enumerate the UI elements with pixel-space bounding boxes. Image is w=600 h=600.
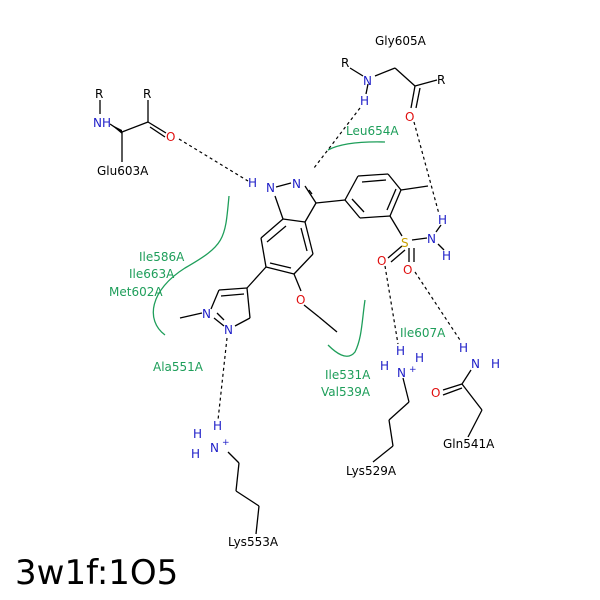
hydrophobic-label-leu654: Leu654A — [346, 124, 399, 138]
hydrophobic-arcs — [152, 141, 386, 357]
nh-glu: NH — [93, 116, 111, 130]
residue-label-gln541: Gln541A — [443, 437, 495, 451]
residue-label-lys553: Lys553A — [228, 535, 279, 549]
n-sulfonamide: N — [427, 232, 436, 246]
h-lys553-bottom: H — [191, 447, 200, 461]
h-lys529-top: H — [396, 344, 405, 358]
n1-pyrazole: N — [202, 307, 211, 321]
diagram-title: 3w1f:1O5 — [15, 553, 178, 593]
o-ethoxy: O — [296, 293, 305, 307]
h-lys553-top: H — [213, 419, 222, 433]
residue-label-glu603: Glu603A — [97, 164, 149, 178]
residue-label-gly605: Gly605A — [375, 34, 427, 48]
hydrophobic-label-ile663: Ile663A — [129, 267, 175, 281]
o-gln541: O — [431, 386, 440, 400]
hydrophobic-label-val539: Val539A — [321, 385, 371, 399]
r-glu-2: R — [143, 87, 151, 101]
stereo-wedge — [110, 124, 122, 134]
o1-sulfonamide: O — [377, 254, 386, 268]
h-indazole: H — [248, 176, 257, 190]
o-glu: O — [166, 130, 175, 144]
r-glu-1: R — [95, 87, 103, 101]
plus-lys553: + — [222, 438, 230, 448]
hydrophobic-label-ile586: Ile586A — [139, 250, 185, 264]
n1-indazole: N — [266, 181, 275, 195]
o-gly: O — [405, 110, 414, 124]
h-gln541-right: H — [491, 357, 500, 371]
residue-label-lys529: Lys529A — [346, 464, 397, 478]
r-gly-1: R — [341, 56, 349, 70]
n-gly: N — [363, 74, 372, 88]
n2-pyrazole: N — [224, 323, 233, 337]
n-lys553: N — [210, 441, 219, 455]
h-gly: H — [360, 94, 369, 108]
residue-labels: Gly605A Glu603A Lys529A Lys553A Gln541A — [97, 34, 495, 549]
n2-indazole: N — [292, 177, 301, 191]
o2-sulfonamide: O — [403, 263, 412, 277]
n-gln541: N — [471, 357, 480, 371]
h-lys553-left: H — [193, 427, 202, 441]
atom-labels: R N H R O R NH R O H N N S N H H O O O N… — [93, 56, 500, 461]
plus-lys529: + — [409, 365, 417, 375]
leu654-arc — [327, 141, 386, 151]
hydrophobic-label-ala551: Ala551A — [153, 360, 204, 374]
ile586-arc — [152, 195, 230, 336]
h1-sulfonamide: H — [438, 213, 447, 227]
hydrophobic-label-met602: Met602A — [109, 285, 163, 299]
h-gln541-left: H — [459, 341, 468, 355]
r-gly-2: R — [437, 73, 445, 87]
h-lys529-left: H — [380, 359, 389, 373]
s-sulfonamide: S — [401, 236, 409, 250]
h-lys529-right: H — [415, 351, 424, 365]
hydrophobic-label-ile531: Ile531A — [325, 368, 371, 382]
hydrophobic-labels: Leu654A Ile586A Ile663A Met602A Ala551A … — [109, 124, 446, 399]
hydrophobic-label-ile607: Ile607A — [400, 326, 446, 340]
h2-sulfonamide: H — [442, 249, 451, 263]
bonds — [99, 67, 483, 535]
hydrogen-bonds — [178, 107, 461, 421]
ile607-arc — [327, 299, 366, 357]
n-lys529: N — [397, 366, 406, 380]
